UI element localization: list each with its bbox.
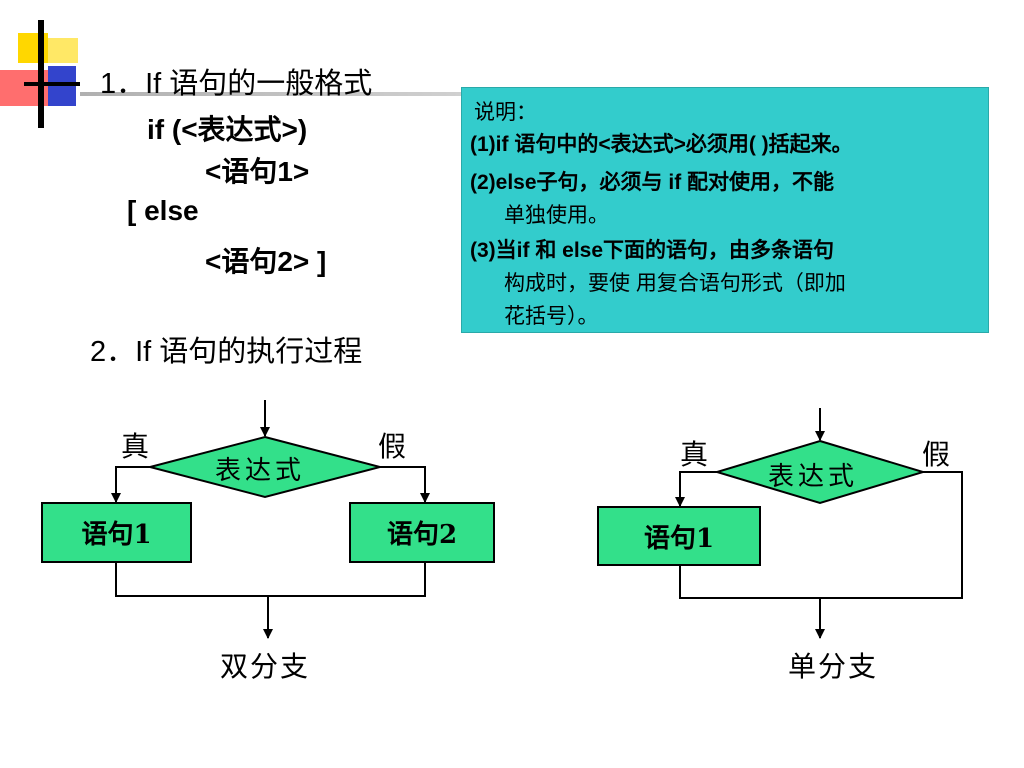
note-item-3-cont2: 花括号）。	[504, 305, 599, 328]
left-stmt2-box: 语句2	[349, 502, 495, 563]
left-true-label: 真	[121, 430, 150, 463]
left-stmt1-box: 语句1	[41, 502, 192, 563]
right-caption: 单分支	[788, 650, 879, 683]
syntax-if-line: if (<表达式>)	[147, 114, 308, 145]
note-item-3-cont: 构成时，要使 用复合语句形式（即加	[504, 272, 846, 295]
note-item-2: (2)else子句，必须与 if 配对使用，不能	[470, 171, 835, 194]
note-item-3: (3)当if 和 else下面的语句，由多条语句	[470, 239, 835, 262]
syntax-else-line: [ else	[127, 195, 199, 226]
right-false-label: 假	[922, 438, 951, 471]
right-true-label: 真	[680, 438, 709, 471]
right-false-line	[679, 471, 963, 599]
right-condition-diamond	[713, 439, 927, 505]
heading-general-format: 1．If 语句的一般格式	[100, 68, 373, 100]
title-rule	[80, 92, 463, 96]
right-stmt1-box: 语句1	[597, 506, 761, 566]
syntax-stmt2-line: <语句2> ]	[205, 246, 327, 277]
note-box: 说明： (1)if 语句中的<表达式>必须用( )括起来。 (2)else子句，…	[461, 87, 989, 333]
left-false-arrow	[380, 466, 430, 503]
right-true-arrow	[675, 471, 717, 507]
note-title: 说明：	[474, 101, 537, 124]
left-condition-label: 表达式	[215, 456, 306, 486]
note-item-2-cont: 单独使用。	[504, 204, 609, 227]
heading-execution-process: 2．If 语句的执行过程	[90, 336, 363, 368]
right-condition-label: 表达式	[768, 462, 859, 492]
left-condition-diamond	[146, 435, 384, 499]
left-true-arrow	[111, 466, 150, 503]
left-merge-line	[115, 563, 426, 597]
syntax-stmt1-line: <语句1>	[205, 156, 310, 187]
note-item-1: (1)if 语句中的<表达式>必须用( )括起来。	[470, 133, 853, 156]
left-caption: 双分支	[220, 650, 311, 683]
left-false-label: 假	[378, 430, 407, 463]
